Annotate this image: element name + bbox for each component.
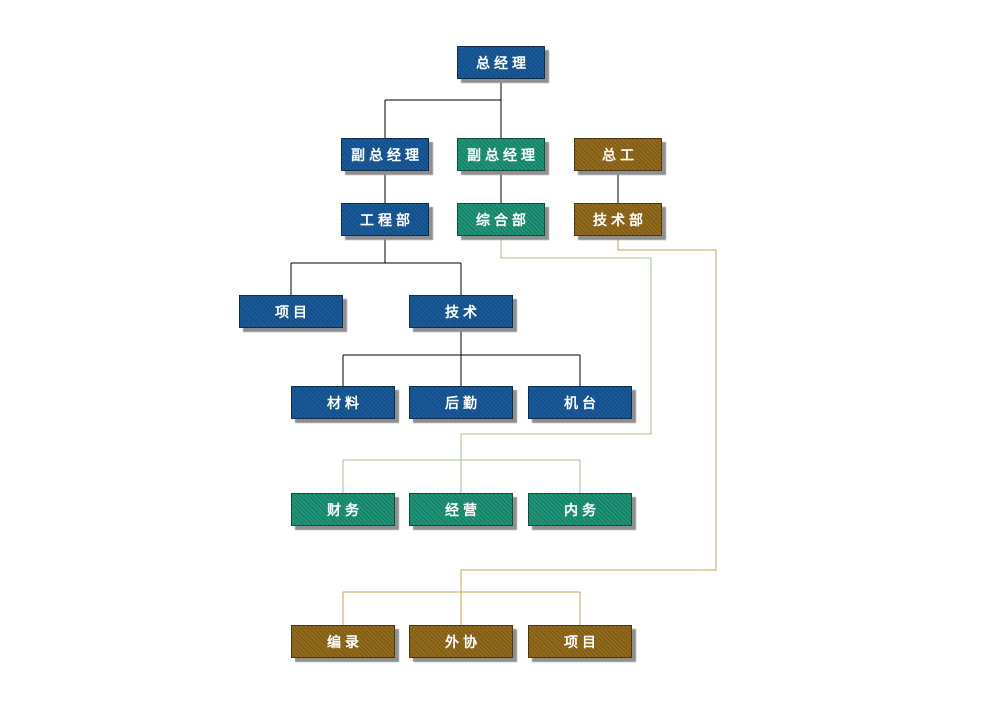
connectors-technical-dept-tree — [342, 236, 717, 625]
node-label: 总工 — [602, 147, 638, 164]
node-label: 经营 — [445, 502, 481, 519]
node-deputy-gm-1: 副总经理 — [341, 138, 429, 171]
connectors-blue-tree — [290, 79, 619, 386]
node-label: 外协 — [445, 634, 481, 651]
node-label: 内务 — [564, 502, 600, 519]
node-label: 编录 — [327, 634, 363, 651]
node-label: 材料 — [327, 395, 363, 412]
node-deputy-gm-2: 副总经理 — [457, 138, 545, 171]
node-chief-engineer: 总工 — [574, 138, 662, 171]
connectors-general-dept-tree — [342, 236, 652, 493]
node-logistics: 后勤 — [409, 386, 513, 419]
node-project-2: 项目 — [528, 625, 632, 658]
node-machines: 机台 — [528, 386, 632, 419]
node-label: 财务 — [327, 502, 363, 519]
node-label: 综合部 — [476, 212, 530, 229]
node-label: 总经理 — [476, 55, 530, 72]
node-engineering-dept: 工程部 — [341, 203, 429, 236]
node-internal-affairs: 内务 — [528, 493, 632, 526]
node-label: 技术 — [445, 304, 481, 321]
node-project: 项目 — [239, 295, 343, 328]
node-finance: 财务 — [291, 493, 395, 526]
node-label: 项目 — [275, 304, 311, 321]
node-operations: 经营 — [409, 493, 513, 526]
node-label: 项目 — [564, 634, 600, 651]
node-recording: 编录 — [291, 625, 395, 658]
node-label: 机台 — [564, 395, 600, 412]
node-general-manager: 总经理 — [457, 46, 545, 79]
node-technical-dept: 技术部 — [574, 203, 662, 236]
node-general-affairs-dept: 综合部 — [457, 203, 545, 236]
node-label: 技术部 — [593, 212, 647, 229]
node-label: 工程部 — [360, 212, 414, 229]
node-outsourcing: 外协 — [409, 625, 513, 658]
node-label: 副总经理 — [467, 147, 539, 164]
node-materials: 材料 — [291, 386, 395, 419]
node-label: 副总经理 — [351, 147, 423, 164]
node-label: 后勤 — [445, 395, 481, 412]
node-technology: 技术 — [409, 295, 513, 328]
